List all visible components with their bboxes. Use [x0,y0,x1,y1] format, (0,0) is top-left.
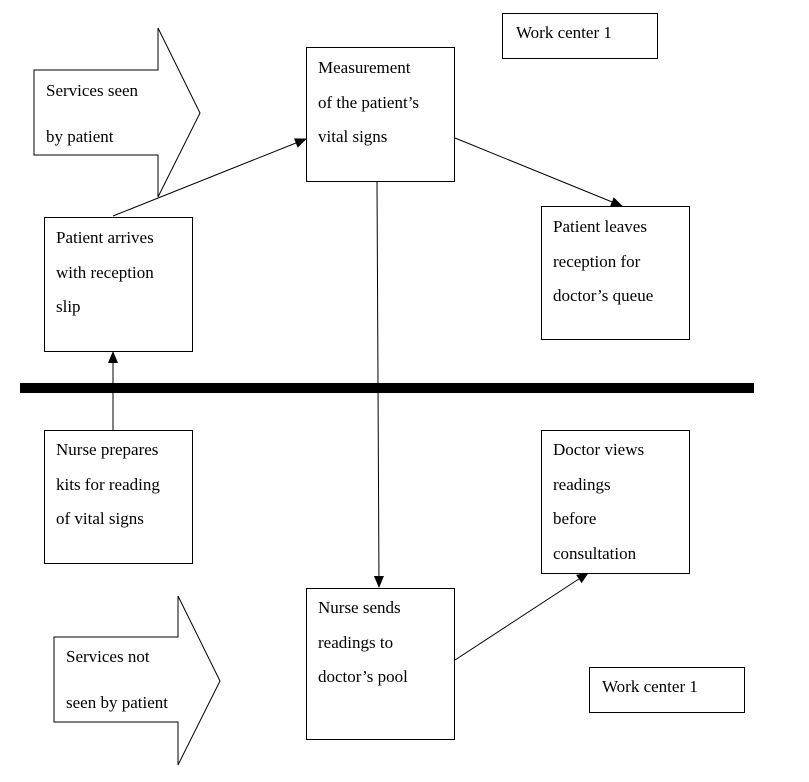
services-not-seen-line-1: Services not [66,647,150,666]
doctor-views-line-3: before [553,509,597,528]
measurement-line-2: of the patient’s [318,92,420,112]
line-of-visibility [20,383,754,393]
work-center-bottom: Work center 1 [589,667,745,713]
patient-arrives-line-2: with reception [56,262,154,282]
patient-leaves-line-1: Patient leaves [553,217,647,236]
nurse-sends-line-1: Nurse sends [318,598,401,617]
services-not-seen-line-2: seen by patient [66,693,168,712]
nurse-prepares-line-2: kits for reading [56,474,160,494]
doctor-views-box: Doctor views readings before consultatio… [541,430,690,574]
nurse-sends-line-2: readings to [318,632,394,652]
arrow-arrives-to-measurement [112,138,307,217]
patient-leaves-line-2: reception for [553,251,641,271]
measurement-line-1: Measurement [318,58,411,77]
patient-leaves-box: Patient leaves reception for doctor’s qu… [541,206,690,340]
services-seen-line-1: Services seen [46,81,139,100]
patient-arrives-box: Patient arrives with reception slip [44,217,193,352]
doctor-views-line-2: readings [553,474,611,494]
arrow-measurement-to-nurse-sends [373,180,384,588]
arrow-measurement-to-leaves [454,137,623,207]
patient-arrives-line-1: Patient arrives [56,228,154,247]
doctor-views-line-1: Doctor views [553,440,645,459]
work-center-top: Work center 1 [502,13,658,59]
services-not-seen-block-arrow [53,595,221,766]
work-center-bottom-label: Work center 1 [602,677,698,696]
patient-arrives-line-3: slip [56,297,81,316]
nurse-sends-line-3: doctor’s pool [318,667,408,686]
services-seen-block-arrow [33,27,201,198]
nurse-sends-box: Nurse sends readings to doctor’s pool [306,588,455,740]
nurse-prepares-line-1: Nurse prepares [56,440,159,459]
services-seen-label: Services seen by patient [46,73,138,165]
work-center-top-label: Work center 1 [516,23,612,42]
arrow-nurse-sends-to-doctor [454,572,589,661]
doctor-views-line-4: consultation [553,543,637,563]
patient-leaves-line-3: doctor’s queue [553,286,654,305]
nurse-prepares-box: Nurse prepares kits for reading of vital… [44,430,193,564]
measurement-line-3: vital signs [318,127,388,146]
nurse-prepares-line-3: of vital signs [56,509,144,528]
services-not-seen-label: Services not seen by patient [66,639,168,731]
measurement-box: Measurement of the patient’s vital signs [306,47,455,182]
services-seen-line-2: by patient [46,127,114,146]
